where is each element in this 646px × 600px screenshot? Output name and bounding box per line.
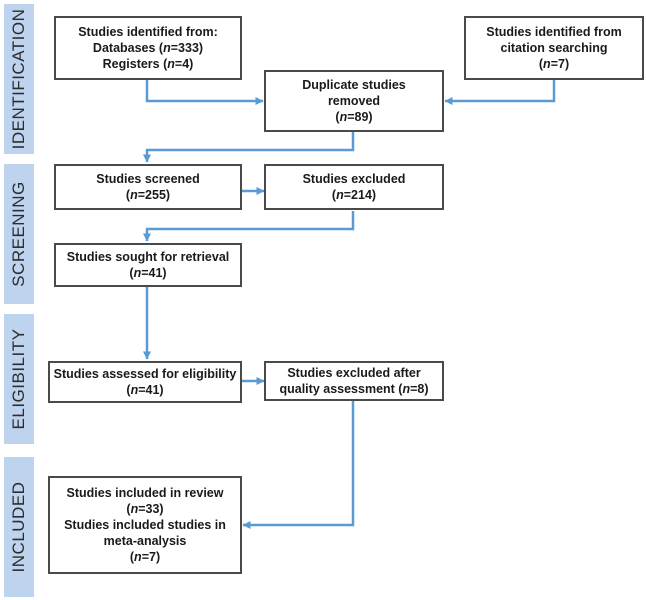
excluded-open: (	[331, 188, 337, 202]
duplicates-title-1: Duplicate studies	[302, 78, 406, 92]
excluded-value: =214)	[343, 188, 377, 202]
box-studies-included: Studies included in review (n=33) Studie…	[48, 476, 242, 574]
box-studies-screened: Studies screened (n=255)	[54, 164, 242, 210]
included-title-1: Studies included in review	[66, 486, 224, 500]
retrieval-n: n	[133, 266, 142, 280]
screened-n: n	[130, 188, 138, 202]
arrow-excluded-to-retrieval	[143, 211, 355, 242]
databases-label: Databases (	[92, 41, 164, 55]
phase-screening: SCREENING	[4, 164, 34, 304]
registers-n: n	[167, 57, 175, 71]
eligibility-count-line: (n=41)	[126, 382, 163, 398]
excluded-quality-n: n	[402, 382, 411, 396]
citation-title-1: Studies identified from	[486, 25, 622, 39]
included-n-2: n	[134, 550, 142, 564]
eligibility-value: =41)	[138, 383, 164, 397]
included-review-count-line: (n=33)	[126, 501, 163, 517]
box-studies-assessed-for-eligibility: Studies assessed for eligibility (n=41)	[48, 361, 242, 403]
screened-value: =255)	[137, 188, 171, 202]
citation-value: =7)	[550, 57, 570, 71]
retrieval-open: (	[129, 266, 134, 280]
citation-count-line: (n=7)	[539, 56, 569, 72]
screened-title: Studies screened	[96, 172, 200, 186]
excluded-count-line: (n=214)	[332, 187, 376, 203]
included-n-1: n	[130, 502, 139, 516]
excluded-n: n	[336, 188, 344, 202]
arrow-duplicates-to-screened	[143, 132, 355, 163]
identified-title: Studies identified from:	[78, 25, 218, 39]
eligibility-open: (	[126, 383, 131, 397]
databases-count-line: Databases (n=333)	[93, 40, 203, 56]
databases-n: n	[163, 41, 171, 55]
included-open-2: (	[129, 550, 135, 564]
included-title-2: Studies included studies in	[64, 518, 226, 532]
arrow-databases-to-duplicates	[145, 80, 264, 105]
duplicates-open: (	[335, 110, 340, 124]
citation-open: (	[538, 57, 544, 71]
excluded-title: Studies excluded	[302, 172, 406, 186]
box-studies-excluded-after-quality: Studies excluded after quality assessmen…	[264, 361, 444, 401]
citation-title-2: citation searching	[500, 41, 608, 55]
box-studies-identified-citation: Studies identified from citation searchi…	[464, 16, 644, 80]
retrieval-title: Studies sought for retrieval	[66, 250, 230, 264]
databases-value: =333)	[170, 41, 204, 55]
box-studies-sought-for-retrieval: Studies sought for retrieval (n=41)	[54, 243, 242, 287]
registers-label: Registers (	[102, 57, 168, 71]
citation-n: n	[543, 57, 551, 71]
duplicates-count-line: (n=89)	[335, 109, 372, 125]
included-meta-count-line: (n=7)	[130, 549, 160, 565]
excluded-quality-title-1: Studies excluded after	[287, 366, 421, 380]
retrieval-count-line: (n=41)	[129, 265, 166, 281]
eligibility-n: n	[130, 383, 139, 397]
arrow-excluded-quality-to-included	[242, 401, 355, 529]
arrow-citation-to-duplicates	[444, 80, 556, 105]
duplicates-n: n	[339, 110, 348, 124]
screened-count-line: (n=255)	[126, 187, 170, 203]
registers-count-line: Registers (n=4)	[103, 56, 194, 72]
phase-eligibility: ELIGIBILITY	[4, 314, 34, 444]
included-value-1: =33)	[138, 502, 164, 516]
phase-identification: IDENTIFICATION	[4, 4, 34, 154]
box-studies-excluded: Studies excluded (n=214)	[264, 164, 444, 210]
box-studies-identified-databases: Studies identified from: Databases (n=33…	[54, 16, 242, 80]
included-open-1: (	[126, 502, 131, 516]
phase-included: INCLUDED	[4, 457, 34, 597]
retrieval-value: =41)	[141, 266, 167, 280]
included-value-2: =7)	[141, 550, 161, 564]
box-duplicate-studies-removed: Duplicate studies removed (n=89)	[264, 70, 444, 132]
screened-open: (	[125, 188, 131, 202]
excluded-quality-count-line: quality assessment (n=8)	[279, 381, 428, 397]
included-title-3: meta-analysis	[103, 534, 187, 548]
duplicates-title-2: removed	[327, 94, 381, 108]
duplicates-value: =89)	[347, 110, 373, 124]
excluded-quality-value: =8)	[410, 382, 429, 396]
eligibility-title: Studies assessed for eligibility	[53, 367, 237, 381]
registers-value: =4)	[174, 57, 194, 71]
excluded-quality-title-2: quality assessment (	[279, 382, 403, 396]
